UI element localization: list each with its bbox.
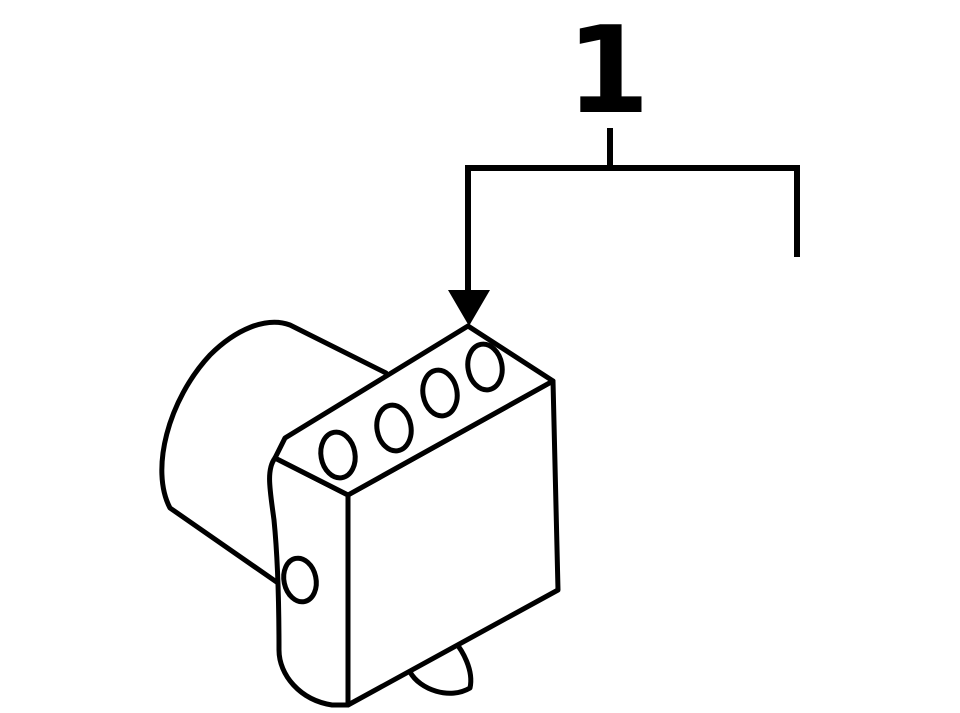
leader-branch	[465, 165, 800, 300]
pin-hole	[420, 367, 460, 419]
connector-block-icon	[159, 319, 561, 708]
arrow-down-icon	[448, 290, 490, 326]
rear-housing	[159, 319, 389, 586]
pin-holes	[318, 341, 505, 481]
bottom-tab	[407, 639, 474, 696]
pin-hole	[318, 429, 358, 481]
callout-number-label: 1	[566, 2, 650, 141]
side-hole	[281, 555, 319, 605]
callout-leader-bracket	[465, 128, 800, 300]
pin-hole	[465, 341, 505, 393]
pin-hole	[374, 402, 414, 454]
